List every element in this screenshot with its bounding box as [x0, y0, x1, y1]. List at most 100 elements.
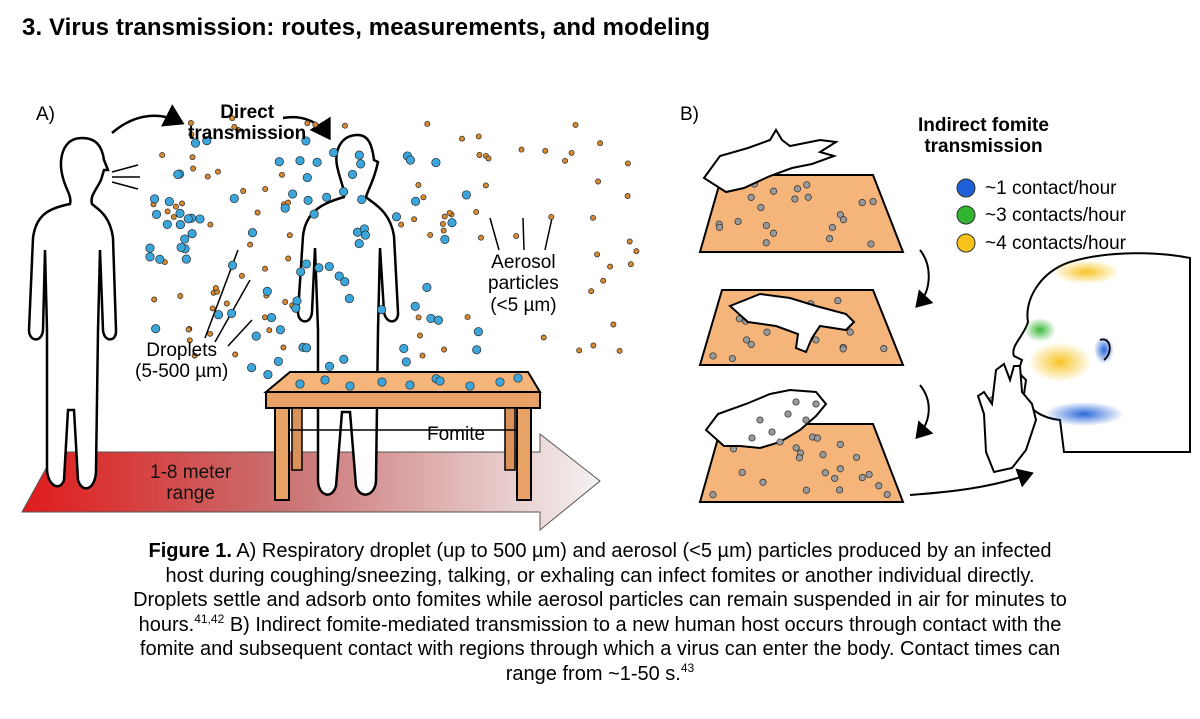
droplet	[377, 305, 387, 315]
aerosol-particle	[223, 300, 230, 307]
legend-label-1: ~1 contact/hour	[985, 178, 1117, 199]
aerosol-particle	[187, 120, 194, 126]
droplet	[301, 259, 311, 269]
droplet	[180, 234, 190, 244]
droplet	[176, 242, 186, 252]
fomite-particle	[839, 345, 847, 353]
droplet	[440, 234, 450, 244]
droplet	[175, 208, 185, 218]
aerosol-particle	[415, 314, 422, 321]
droplet	[339, 354, 349, 364]
fomite-particle	[734, 217, 742, 226]
aerosol-particle	[286, 232, 293, 239]
aerosol-particle	[279, 171, 285, 178]
fomite-particle	[836, 486, 844, 494]
droplet	[145, 252, 155, 262]
aerosol-particle	[626, 238, 633, 245]
aerosol-particle	[542, 147, 549, 154]
droplet	[145, 243, 155, 253]
fomite-particle	[803, 181, 811, 189]
droplet	[195, 214, 205, 224]
aerosol-particle	[594, 251, 601, 258]
droplet	[295, 156, 305, 166]
droplet	[247, 363, 257, 373]
droplet	[461, 190, 471, 200]
contact-region-chin	[1044, 402, 1124, 426]
legend-label-3: ~4 contacts/hour	[985, 233, 1127, 254]
hand-particle	[768, 428, 776, 436]
target-person	[296, 133, 400, 496]
fomite-particle	[802, 486, 810, 494]
figure-illustration	[21, 104, 1191, 532]
aerosol-particle	[189, 154, 196, 161]
droplet	[391, 212, 402, 222]
aerosol-particle	[159, 152, 166, 159]
aerosol-particle	[240, 188, 247, 194]
panel-a-label: A)	[36, 104, 55, 125]
fomite-particle	[759, 478, 767, 486]
fomite-particle	[738, 468, 746, 477]
aerosol-particle	[607, 263, 614, 270]
fomite-particle	[747, 340, 755, 348]
fomite-particle	[836, 440, 844, 448]
aerosol-particle	[262, 186, 269, 193]
droplet	[405, 155, 415, 165]
aerosol-particle	[420, 194, 427, 201]
fomite-particle	[709, 491, 717, 499]
droplet	[473, 327, 483, 337]
aerosol-particle	[459, 135, 465, 142]
aerosol-particle	[624, 193, 631, 199]
aerosol-particle	[576, 347, 583, 354]
aerosol-particle	[540, 334, 547, 341]
droplet	[303, 195, 313, 205]
fomite-particle	[831, 474, 839, 482]
hand-particle	[784, 410, 792, 418]
droplet	[354, 150, 364, 160]
droplet	[302, 343, 312, 353]
hand-particle	[802, 416, 810, 424]
legend-label-2: ~3 contacts/hour	[985, 205, 1127, 226]
fomite-particle	[828, 223, 836, 232]
aerosol-particle	[188, 131, 195, 138]
aerosol-particle	[398, 221, 405, 228]
droplet	[339, 187, 349, 197]
aerosol-particle	[441, 213, 448, 220]
aerosol-particle	[285, 255, 292, 262]
fomite-particle	[839, 216, 848, 224]
aerosol-particle	[261, 314, 268, 321]
droplet	[291, 303, 301, 313]
legend-dot-2	[956, 205, 976, 225]
aerosol-particle	[209, 305, 216, 312]
droplet	[183, 214, 193, 224]
aerosol-particle	[427, 231, 434, 238]
aerosol-particle	[446, 209, 453, 216]
droplet	[447, 218, 457, 228]
fomite-particle	[834, 297, 842, 305]
hand-on-surface-2	[728, 292, 856, 354]
droplet	[155, 254, 165, 264]
source-person	[27, 136, 118, 490]
aerosol-particle	[229, 115, 236, 122]
droplet	[309, 209, 319, 219]
fomite-particle	[762, 239, 770, 247]
aerosol-particle	[588, 288, 595, 295]
droplet	[324, 261, 334, 272]
droplet	[151, 209, 162, 219]
fomite-particle	[836, 465, 844, 473]
panel-b-label: B)	[680, 104, 699, 125]
fomite-particle	[819, 451, 827, 459]
aerosol-particle	[170, 213, 177, 220]
fomite-particle	[728, 354, 736, 363]
fomite-particle	[769, 229, 778, 237]
aerosol-particle	[177, 293, 184, 299]
aerosol-particle	[441, 346, 448, 353]
fomite-particle	[812, 336, 820, 344]
fomite-particle	[762, 221, 770, 230]
droplet	[162, 219, 172, 229]
fomite-label: Fomite	[427, 424, 486, 445]
aerosol-particle	[179, 200, 185, 207]
aerosol-particle	[411, 216, 418, 223]
droplet	[344, 294, 354, 304]
droplet	[288, 189, 298, 199]
